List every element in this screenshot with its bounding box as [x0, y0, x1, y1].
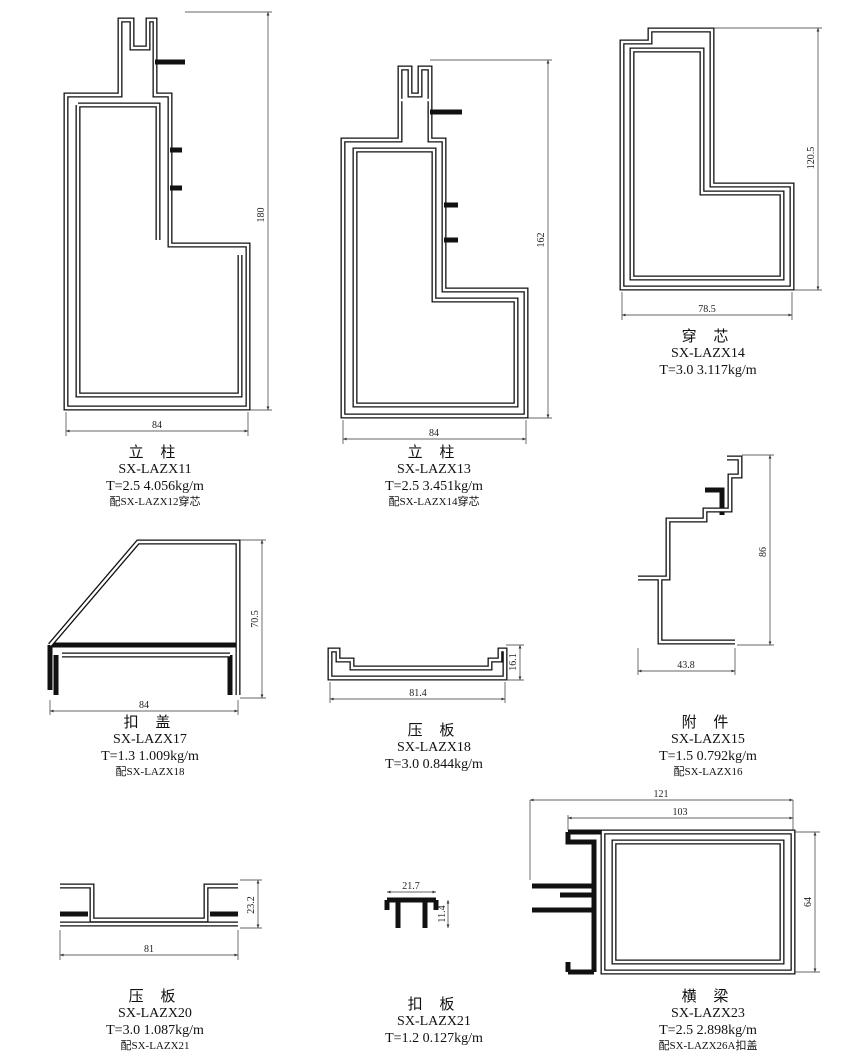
- dim-width-total: 121: [654, 789, 669, 800]
- profile-spec: T=1.5 0.792kg/m: [659, 749, 757, 764]
- dim-width-inner: 103: [673, 807, 688, 818]
- profile-name: 扣 盖: [123, 713, 177, 731]
- caption-lazx18: 压 板 SX-LAZX18 T=3.0 0.844kg/m: [324, 722, 544, 773]
- profile-code: SX-LAZX21: [397, 1014, 471, 1029]
- caption-lazx15: 附 件 SX-LAZX15 T=1.5 0.792kg/m 配SX-LAZX16: [598, 714, 818, 779]
- profile-code: SX-LAZX14: [671, 346, 745, 361]
- dim-height: 162: [536, 233, 547, 248]
- profile-name: 压 板: [128, 987, 182, 1005]
- profile-match: 配SX-LAZX14穿芯: [388, 496, 480, 508]
- caption-lazx14: 穿 芯 SX-LAZX14 T=3.0 3.117kg/m: [598, 328, 818, 379]
- profile-code: SX-LAZX23: [671, 1006, 745, 1021]
- profile-spec: T=3.0 1.087kg/m: [106, 1023, 204, 1038]
- profile-lazx15: 86 43.8: [637, 454, 774, 675]
- profile-spec: T=2.5 4.056kg/m: [106, 479, 204, 494]
- dim-width: 78.5: [698, 304, 716, 315]
- profile-lazx20: 23.2 81: [59, 879, 262, 960]
- dim-height: 86: [758, 547, 769, 557]
- dim-height: 120.5: [806, 147, 817, 170]
- profile-lazx17: 70.5 84: [47, 539, 266, 715]
- caption-lazx11: 立 柱 SX-LAZX11 T=2.5 4.056kg/m 配SX-LAZX12…: [45, 444, 265, 509]
- dim-height: 11.4: [437, 905, 448, 922]
- profile-name: 压 板: [407, 721, 461, 739]
- profile-lazx21: 21.7 11.4: [384, 881, 450, 928]
- dim-width: 81.4: [409, 688, 427, 699]
- profile-match: 配SX-LAZX26A扣盖: [658, 1040, 758, 1052]
- dim-width: 21.7: [402, 881, 420, 892]
- profile-match: 配SX-LAZX21: [120, 1040, 190, 1052]
- profile-spec: T=2.5 3.451kg/m: [385, 479, 483, 494]
- profile-code: SX-LAZX15: [671, 732, 745, 747]
- profile-lazx18: 16.1 81.4: [327, 644, 524, 703]
- profile-name: 穿 芯: [681, 327, 735, 345]
- dim-width: 84: [429, 428, 439, 439]
- profile-spec: T=1.2 0.127kg/m: [385, 1031, 483, 1046]
- profile-spec: T=1.3 1.009kg/m: [101, 749, 199, 764]
- profile-spec: T=3.0 3.117kg/m: [659, 363, 757, 378]
- profile-name: 横 梁: [681, 987, 735, 1005]
- dim-width: 81: [144, 944, 154, 955]
- dim-width: 43.8: [677, 660, 695, 671]
- profile-match: 配SX-LAZX18: [115, 766, 185, 778]
- profile-lazx23: 121 103 64: [529, 789, 820, 975]
- profile-lazx11: 180 84: [63, 11, 272, 436]
- profile-match: 配SX-LAZX16: [673, 766, 743, 778]
- profile-name: 立 柱: [407, 443, 461, 461]
- profile-code: SX-LAZX20: [118, 1006, 192, 1021]
- profile-code: SX-LAZX18: [397, 740, 471, 755]
- dim-height: 64: [803, 897, 814, 907]
- profile-spec: T=2.5 2.898kg/m: [659, 1023, 757, 1038]
- profile-name: 立 柱: [128, 443, 182, 461]
- caption-lazx23: 横 梁 SX-LAZX23 T=2.5 2.898kg/m 配SX-LAZX26…: [598, 988, 818, 1053]
- profile-name: 附 件: [681, 713, 735, 731]
- dim-width: 84: [139, 700, 149, 711]
- caption-lazx13: 立 柱 SX-LAZX13 T=2.5 3.451kg/m 配SX-LAZX14…: [324, 444, 544, 509]
- profile-code: SX-LAZX17: [113, 732, 187, 747]
- dim-width: 84: [152, 420, 162, 431]
- dim-height: 180: [256, 208, 267, 223]
- caption-lazx20: 压 板 SX-LAZX20 T=3.0 1.087kg/m 配SX-LAZX21: [45, 988, 265, 1053]
- profile-spec: T=3.0 0.844kg/m: [385, 757, 483, 772]
- profile-code: SX-LAZX11: [118, 462, 192, 477]
- dim-height: 23.2: [246, 896, 257, 914]
- profile-name: 扣 板: [407, 995, 461, 1013]
- profile-match: 配SX-LAZX12穿芯: [109, 496, 201, 508]
- caption-lazx17: 扣 盖 SX-LAZX17 T=1.3 1.009kg/m 配SX-LAZX18: [40, 714, 260, 779]
- dim-height: 70.5: [250, 610, 261, 628]
- caption-lazx21: 扣 板 SX-LAZX21 T=1.2 0.127kg/m: [324, 996, 544, 1047]
- profile-code: SX-LAZX13: [397, 462, 471, 477]
- profile-lazx14: 120.5 78.5: [619, 27, 822, 320]
- dim-height: 16.1: [508, 653, 519, 671]
- profile-lazx13: 162 84: [340, 59, 552, 444]
